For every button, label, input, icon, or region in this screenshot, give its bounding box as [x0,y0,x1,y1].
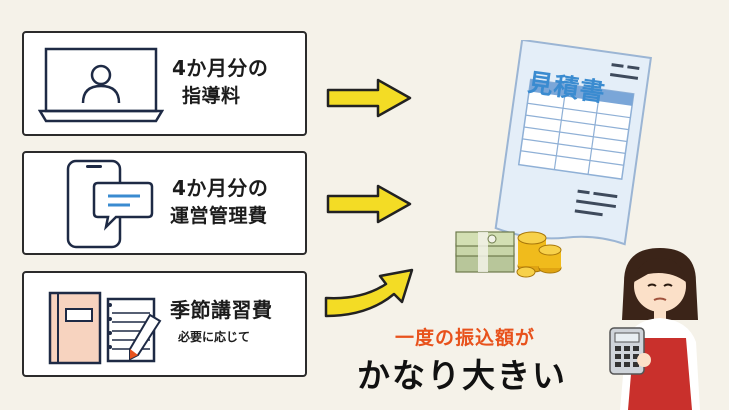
item-label-line2: 運営管理費 [170,205,268,227]
item-label-line1: 季節講習費 [170,298,273,322]
woman-calculator-illustration [609,248,700,410]
arrow-up-right-icon [324,268,414,318]
item-card-tuition: 4か月分の 指導料 [22,31,307,136]
smartphone-chat-icon [66,159,154,249]
estimate-document-icon [494,40,652,246]
notebook-pencil-icon [48,291,162,365]
caption-line1: 一度の振込額が [395,327,536,349]
item-card-management-fee: 4か月分の 運営管理費 [22,151,307,255]
laptop-user-icon [38,47,164,123]
caption-line2: かなり大きい [357,356,567,395]
item-label-line1: 4か月分の [172,56,269,80]
item-card-seasonal-course: 季節講習費 必要に応じて [22,271,307,377]
item-label-line2: 指導料 [182,85,241,107]
money-coins-icon [455,231,562,278]
arrow-right-icon [326,78,412,118]
item-label-line1: 4か月分の [172,176,269,200]
arrow-right-icon [326,184,412,224]
item-label-line2: 必要に応じて [178,330,251,344]
